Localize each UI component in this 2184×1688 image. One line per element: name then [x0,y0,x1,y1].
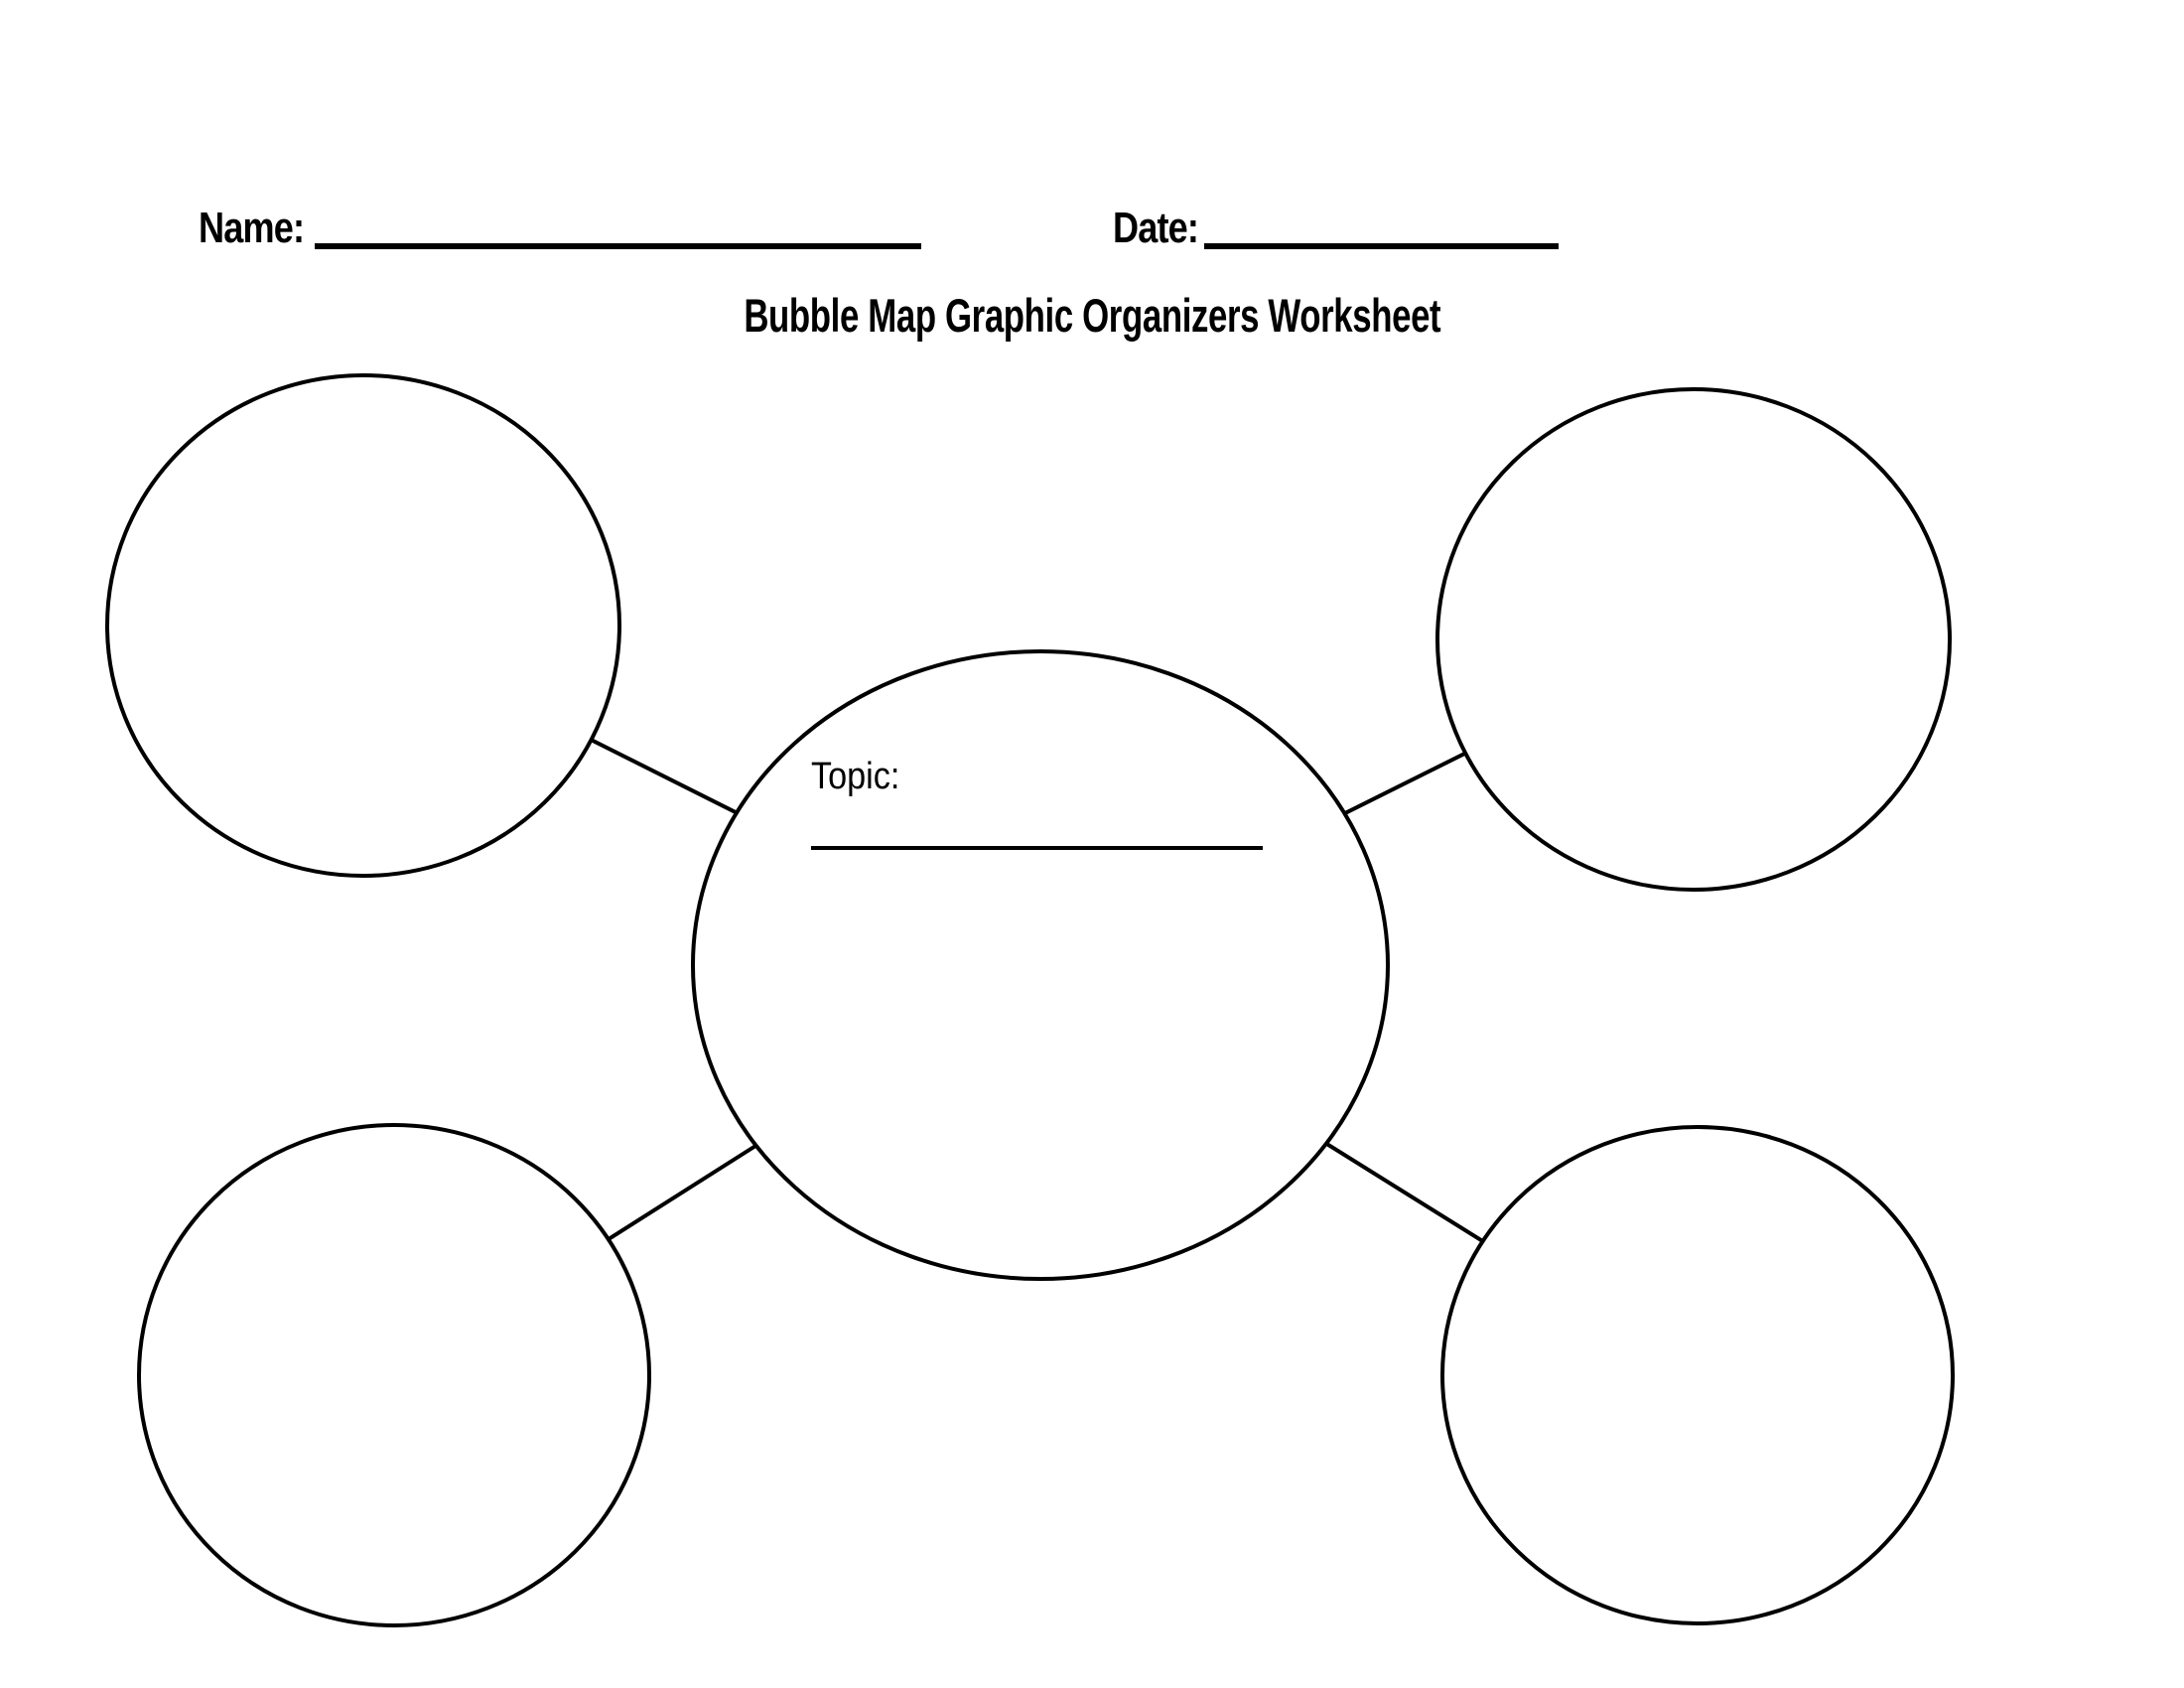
name-field-label: Name: [199,204,305,252]
date-field-label: Date: [1113,204,1199,252]
bubble-bottom-left [137,1123,651,1627]
name-blank-line [315,243,921,249]
worksheet-title: Bubble Map Graphic Organizers Worksheet [0,290,2184,342]
bubble-top-right [1435,387,1952,892]
topic-blank-line [811,846,1263,850]
bubble-top-left [105,373,621,878]
bubble-bottom-right [1440,1125,1955,1625]
worksheet-title-text: Bubble Map Graphic Organizers Worksheet [744,289,1440,342]
date-blank-line [1204,243,1559,249]
topic-field-label: Topic: [811,756,900,797]
bubble-center [691,649,1390,1281]
